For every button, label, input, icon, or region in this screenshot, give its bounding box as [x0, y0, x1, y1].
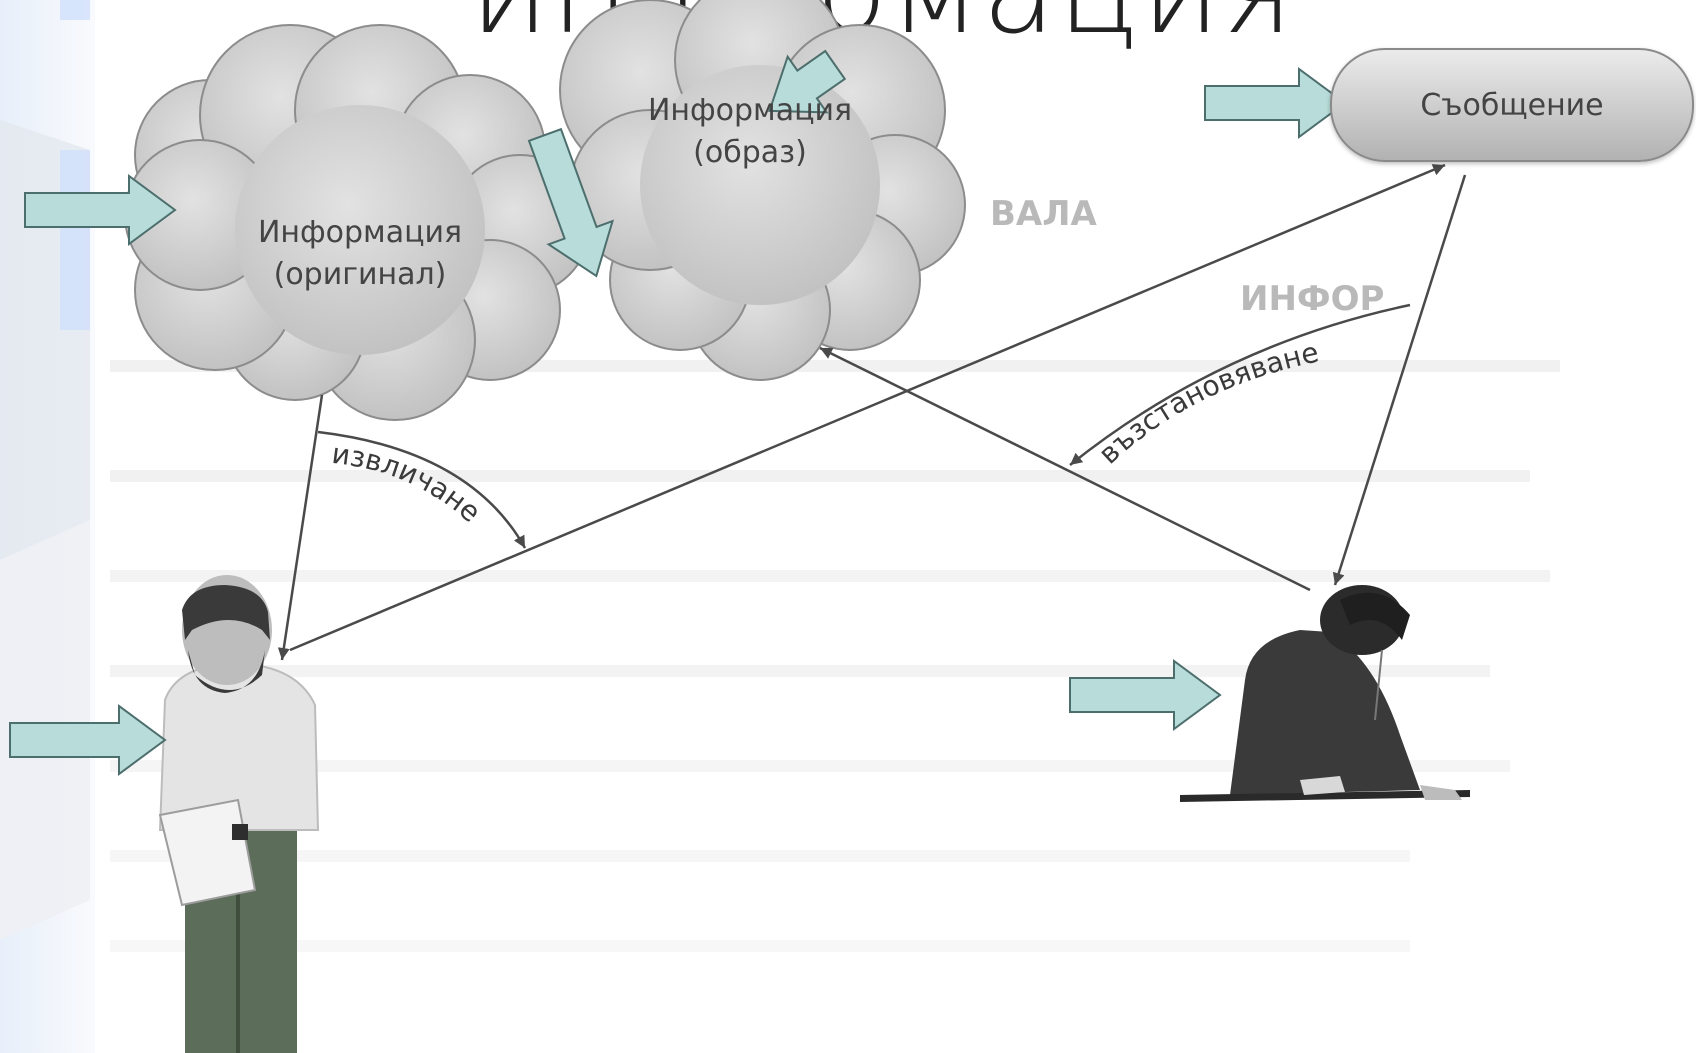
message-label: Съобщение — [1420, 87, 1604, 123]
cloud-image-line2: (образ) — [693, 135, 807, 170]
line-woman-to-image — [819, 346, 1311, 592]
extraction-label: извличане — [330, 437, 487, 529]
arc-restoration — [1069, 303, 1411, 466]
cloud-original-line2: (оригинал) — [273, 257, 447, 292]
line-original-to-man — [277, 394, 324, 661]
message-box: Съобщение — [1330, 48, 1694, 162]
callout-arrow-woman-icon — [1069, 659, 1222, 731]
woman-at-desk-figure — [1180, 585, 1470, 802]
line-man-to-message — [289, 163, 1446, 652]
cloud-original-label: Информация (оригинал) — [230, 212, 490, 296]
cloud-image-label: Информация (образ) — [610, 90, 890, 174]
left-decor-strip — [0, 0, 95, 1053]
svg-text:ВАЛА: ВАЛА — [990, 194, 1097, 234]
callout-arrow-cloud-original-icon — [24, 174, 177, 246]
man-with-tablet-figure — [158, 575, 320, 1053]
connection-lines — [277, 163, 1467, 661]
cloud-original-line1: Информация — [257, 215, 463, 250]
cloud-image-line1: Информация — [647, 93, 853, 128]
callout-arrows — [9, 49, 1347, 776]
callout-arrow-title-2-icon — [768, 49, 847, 114]
arc-extraction — [317, 430, 527, 549]
callout-arrow-man-icon — [9, 704, 167, 776]
callout-arrow-title-1-icon — [527, 127, 615, 278]
line-message-to-woman — [1332, 174, 1467, 586]
restoration-label: възстановяване — [1092, 336, 1322, 471]
svg-text:ИНФОР: ИНФОР — [1240, 279, 1384, 319]
callout-arrow-message-icon — [1204, 67, 1347, 139]
